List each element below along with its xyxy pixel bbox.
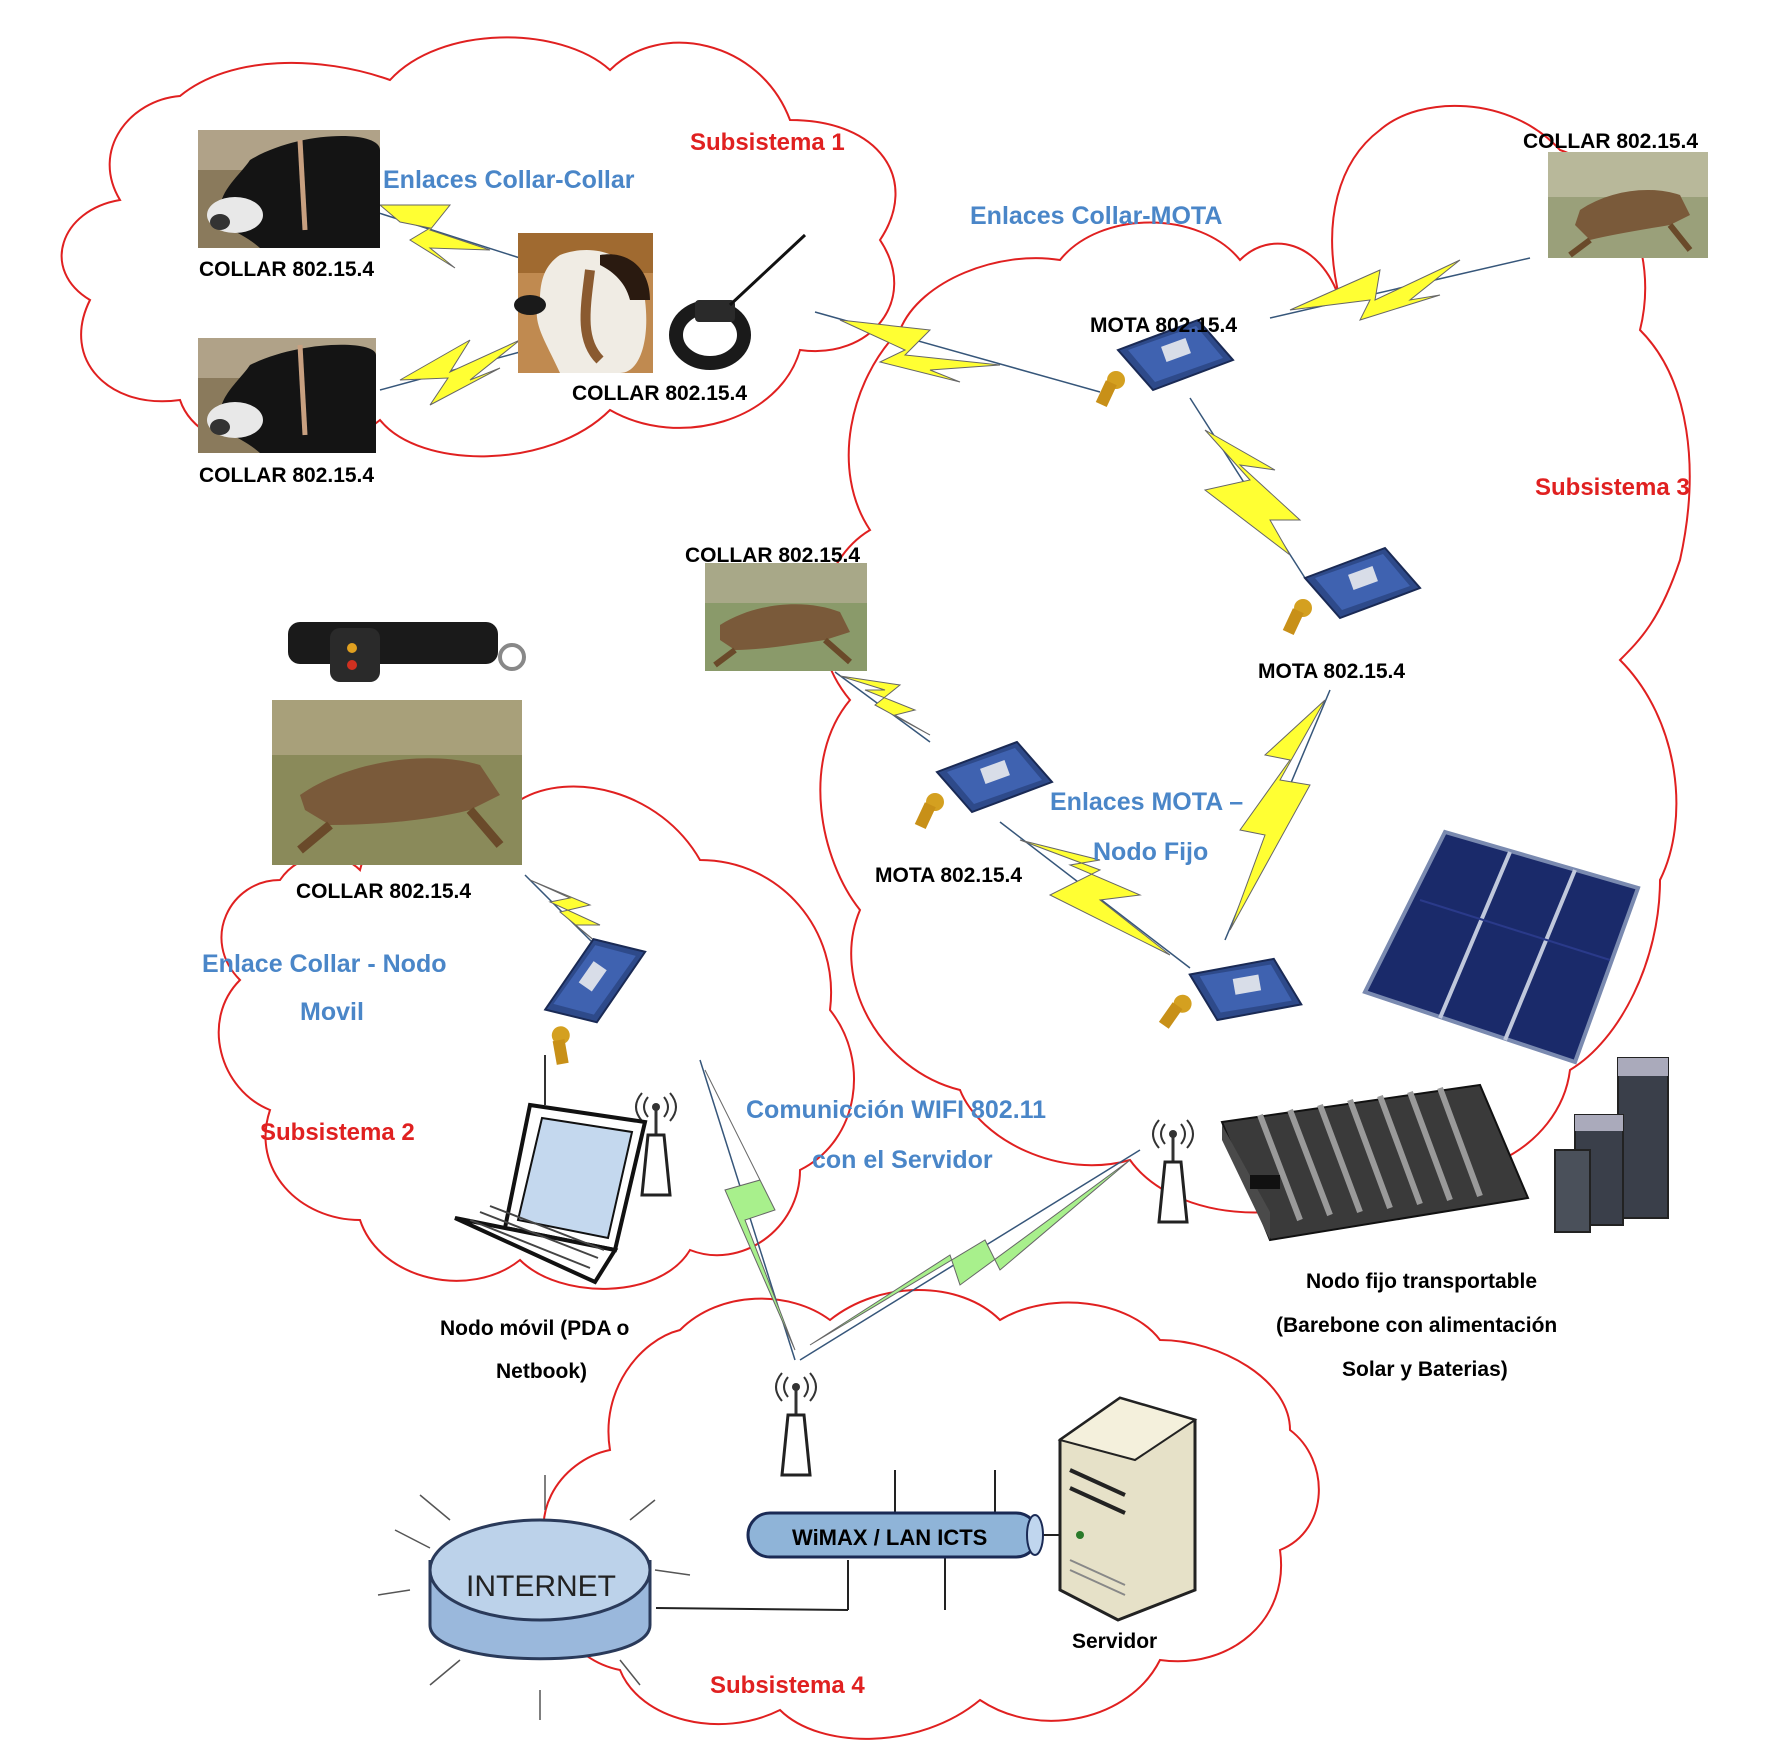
link-label-collar-movil-2: Movil: [300, 998, 364, 1026]
cloud-subsystem-3: [819, 104, 1691, 1214]
cloud-subsystem-1: [60, 36, 897, 458]
server-label: Servidor: [1072, 1630, 1157, 1653]
link-cow2-dog: [379, 339, 521, 406]
internet-cylinder-icon: [377, 1475, 691, 1720]
collar-label: COLLAR 802.15.4: [572, 382, 747, 405]
xbee-module-icon: [1281, 547, 1421, 637]
nodo-fijo-label-3: Solar y Baterias): [1342, 1358, 1508, 1381]
link-label-wifi-1: Comunicción WIFI 802.11: [746, 1096, 1046, 1124]
cloud-subsystem-2: [217, 785, 855, 1290]
cow-photo-icon: [198, 130, 380, 248]
link-wifi-movil: [699, 1059, 796, 1361]
link-collar-mota: [814, 311, 1101, 393]
subsystem-1-label: Subsistema 1: [690, 129, 845, 156]
link-cow1-dog: [359, 204, 521, 269]
laptop-icon: [454, 1055, 648, 1285]
collar-label: COLLAR 802.15.4: [199, 258, 374, 281]
collar-label: COLLAR 802.15.4: [1523, 130, 1698, 153]
cow-photo-icon: [198, 338, 376, 453]
network-label: WiMAX / LAN ICTS: [792, 1525, 987, 1550]
lynx-photo-icon: [1548, 152, 1708, 258]
link-lynx-mota: [1269, 257, 1531, 321]
dog-photo-icon: [514, 233, 653, 373]
gps-collar-icon: [669, 233, 807, 370]
gps-collar-icon: [288, 622, 526, 682]
antenna-icon: [774, 1371, 818, 1477]
mota-label: MOTA 802.15.4: [1258, 660, 1405, 683]
nodo-movil-label-2: Netbook): [496, 1360, 587, 1383]
link-label-wifi-2: con el Servidor: [812, 1146, 993, 1174]
barebone-pc-icon: [1220, 1083, 1530, 1242]
subsystem-3-label: Subsistema 3: [1535, 474, 1690, 501]
link-label-collar-movil-1: Enlace Collar - Nodo: [202, 950, 446, 978]
link-lynx2-mota: [834, 671, 931, 743]
battery-icon: [1554, 1057, 1669, 1233]
collar-label: COLLAR 802.15.4: [296, 880, 471, 903]
network-bar: [655, 1470, 1060, 1611]
link-mota-mota: [1189, 397, 1306, 579]
antenna-icon: [1151, 1118, 1195, 1224]
xbee-module-icon: [508, 918, 674, 1071]
lynx-photo-icon: [272, 700, 522, 865]
link-label-collar-collar: Enlaces Collar-Collar: [383, 166, 635, 194]
link-label-collar-mota: Enlaces Collar-MOTA: [970, 202, 1222, 230]
link-label-mota-nodo-2: Nodo Fijo: [1093, 838, 1208, 866]
nodo-fijo-label-1: Nodo fijo transportable: [1306, 1270, 1537, 1293]
link-mota-nodofijo: [999, 821, 1191, 969]
solar-panel-icon: [1362, 829, 1641, 1065]
subsystem-2-label: Subsistema 2: [260, 1119, 415, 1146]
mota-label: MOTA 802.15.4: [875, 864, 1022, 887]
lynx-photo-icon: [705, 563, 867, 671]
xbee-module-icon: [1157, 940, 1310, 1052]
link-label-mota-nodo-1: Enlaces MOTA –: [1050, 788, 1243, 816]
collar-label: COLLAR 802.15.4: [199, 464, 374, 487]
nodo-movil-label-1: Nodo móvil (PDA o: [440, 1317, 629, 1340]
link-mota2-nodofijo: [1224, 689, 1331, 941]
internet-label: INTERNET: [466, 1570, 616, 1603]
server-icon: [1057, 1396, 1198, 1622]
subsystem-4-label: Subsistema 4: [710, 1672, 865, 1699]
collar-label: COLLAR 802.15.4: [685, 544, 860, 567]
antenna-icon: [634, 1091, 678, 1197]
mota-label: MOTA 802.15.4: [1090, 314, 1237, 337]
xbee-module-icon: [913, 741, 1053, 831]
link-wifi-nodofijo: [799, 1149, 1141, 1361]
nodo-fijo-label-2: (Barebone con alimentación: [1276, 1314, 1557, 1337]
